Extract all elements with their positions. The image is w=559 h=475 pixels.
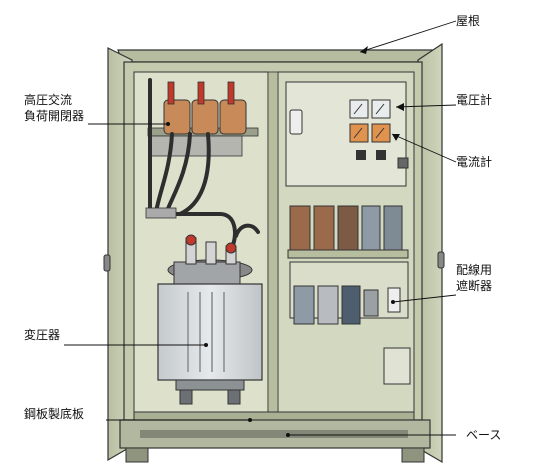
label-transformer: 変圧器	[24, 327, 60, 342]
label-mccb-line2: 遮断器	[456, 278, 492, 293]
meter-panel	[285, 81, 409, 187]
leader-lines	[64, 20, 457, 436]
terminal-box	[383, 347, 411, 385]
breakers-upper	[287, 205, 409, 259]
label-lbs-line1: 高圧交流	[24, 92, 72, 107]
leader-arrowheads	[166, 46, 404, 437]
transformer	[157, 234, 263, 405]
left-door-hinge-top	[103, 254, 111, 272]
base	[119, 419, 431, 449]
mccb-breakers	[289, 261, 409, 325]
label-ammeter: 電流計	[456, 154, 492, 169]
right-door-handle	[437, 251, 445, 269]
base-assembly	[119, 411, 431, 463]
label-roof: 屋根	[456, 14, 480, 28]
label-mccb-line1: 配線用	[456, 262, 492, 277]
label-voltmeter: 電圧計	[456, 92, 492, 107]
steel-bottom-plate	[133, 411, 415, 421]
label-lbs-line2: 負荷開閉器	[24, 109, 84, 123]
roof	[117, 49, 433, 63]
divider-post	[267, 71, 279, 413]
cable-clamp	[145, 207, 177, 219]
label-base: ベース	[466, 428, 501, 442]
label-base-plate: 鋼板製底板	[24, 406, 84, 421]
